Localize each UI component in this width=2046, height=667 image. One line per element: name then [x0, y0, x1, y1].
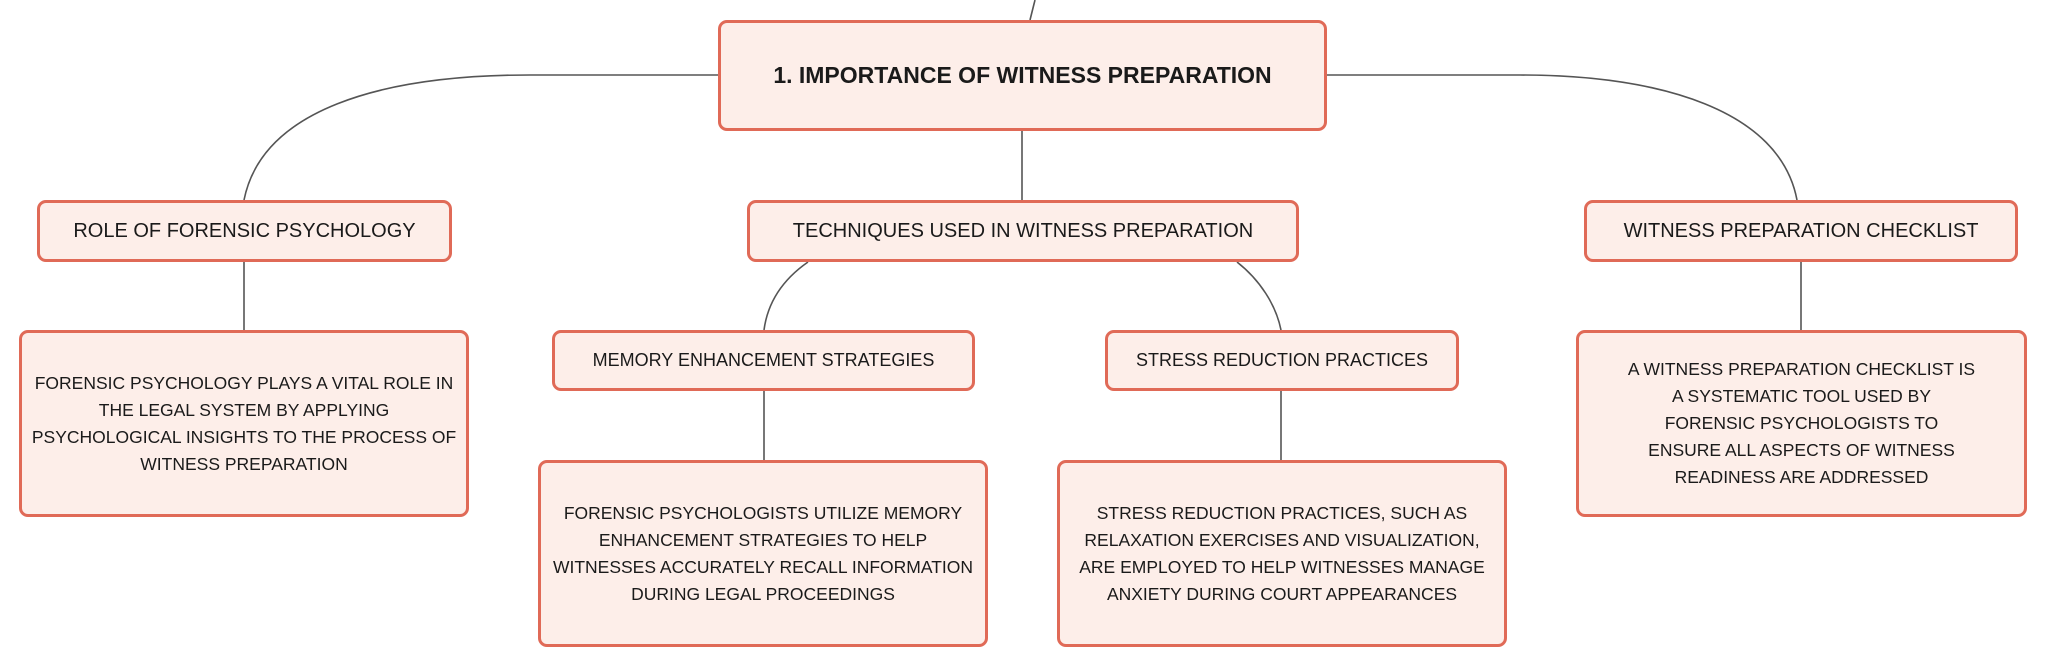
subtopic-memory-enhancement[interactable]: MEMORY ENHANCEMENT STRATEGIES	[552, 330, 975, 391]
subtopic-stress-reduction[interactable]: STRESS REDUCTION PRACTICES	[1105, 330, 1459, 391]
connector-parent-to-root	[1029, 0, 1036, 21]
subtopic-label: MEMORY ENHANCEMENT STRATEGIES	[592, 350, 935, 370]
topic-witness-preparation-checklist[interactable]: WITNESS PREPARATION CHECKLIST	[1584, 200, 2018, 262]
connector-techniques-to-stress	[1236, 261, 1282, 331]
detail-text: FORENSIC PSYCHOLOGY PLAYS A VITAL ROLE I…	[31, 372, 457, 474]
connector-techniques-to-memory	[763, 261, 809, 331]
topic-role-of-forensic-psychology[interactable]: ROLE OF FORENSIC PSYCHOLOGY	[37, 200, 452, 262]
detail-witness-preparation-checklist[interactable]: A WITNESS PREPARATION CHECKLIST IS A SYS…	[1576, 330, 2027, 517]
detail-role-of-forensic-psychology[interactable]: FORENSIC PSYCHOLOGY PLAYS A VITAL ROLE I…	[19, 330, 469, 517]
detail-text: A WITNESS PREPARATION CHECKLIST IS A SYS…	[1627, 359, 1976, 487]
connector-root-to-checklist	[1327, 74, 1798, 201]
root-topic-node[interactable]: 1. IMPORTANCE OF WITNESS PREPARATION	[718, 20, 1327, 131]
detail-text: FORENSIC PSYCHOLOGISTS UTILIZE MEMORY EN…	[552, 502, 974, 604]
detail-memory-enhancement[interactable]: FORENSIC PSYCHOLOGISTS UTILIZE MEMORY EN…	[538, 460, 988, 647]
topic-label: TECHNIQUES USED IN WITNESS PREPARATION	[792, 219, 1254, 242]
detail-text: STRESS REDUCTION PRACTICES, SUCH AS RELA…	[1079, 502, 1485, 604]
topic-label: ROLE OF FORENSIC PSYCHOLOGY	[73, 219, 416, 242]
detail-stress-reduction[interactable]: STRESS REDUCTION PRACTICES, SUCH AS RELA…	[1057, 460, 1507, 647]
root-topic-label: 1. IMPORTANCE OF WITNESS PREPARATION	[773, 62, 1272, 88]
topic-techniques-used[interactable]: TECHNIQUES USED IN WITNESS PREPARATION	[747, 200, 1299, 262]
connector-root-to-role	[243, 74, 718, 201]
subtopic-label: STRESS REDUCTION PRACTICES	[1135, 350, 1429, 370]
topic-label: WITNESS PREPARATION CHECKLIST	[1623, 219, 1979, 242]
